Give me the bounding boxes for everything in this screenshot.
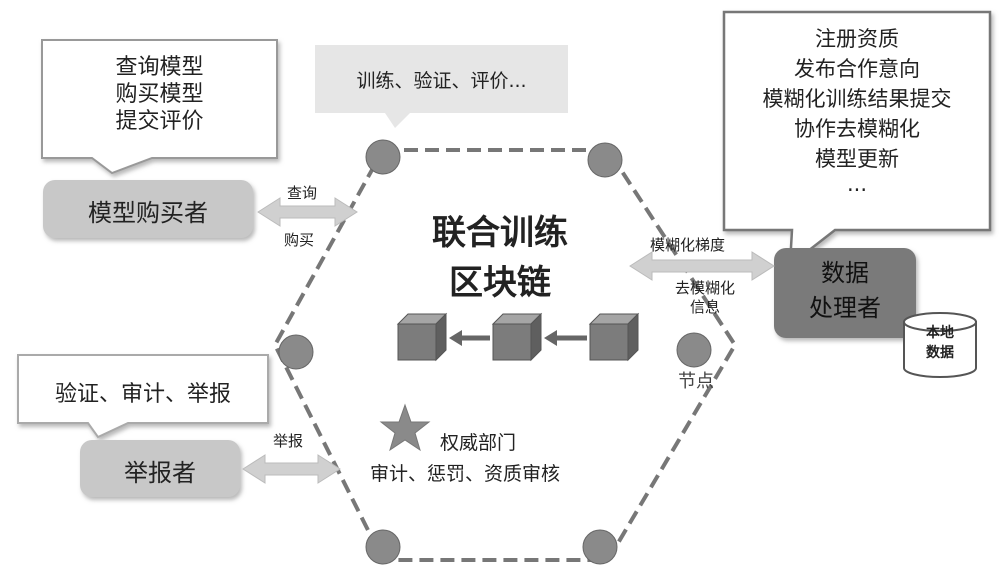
node-bottom-left	[365, 529, 401, 565]
reporter-double-arrow	[242, 454, 341, 484]
center-title-line-1: 联合训练	[432, 213, 568, 253]
processor-callout-line-2: 发布合作意向	[794, 57, 920, 81]
chain-link-arrowhead-1	[449, 330, 462, 346]
processor-callout-line-3: 模糊化训练结果提交	[762, 87, 952, 111]
buyer-double-arrow	[257, 197, 358, 227]
processor-arrow-bottom-line-1: 去模糊化	[674, 279, 735, 297]
block-cube-1	[396, 312, 448, 362]
processor-callout-text: 注册资质 发布合作意向 模糊化训练结果提交 协作去模糊化 模型更新 ...	[724, 24, 990, 196]
processor-label-line-2: 处理者	[809, 294, 881, 322]
node-label: 节点	[678, 371, 714, 392]
authority-title: 权威部门	[440, 432, 517, 454]
buyer-label: 模型购买者	[88, 199, 208, 227]
block-cube-2	[491, 312, 543, 362]
node-top-left	[365, 139, 401, 175]
center-title: 联合训练 区块链	[390, 208, 610, 308]
processor-arrow-bottom-label: 去模糊化 信息	[662, 279, 748, 317]
processor-label-line-1: 数据	[821, 259, 869, 287]
local-data-line-1: 本地	[926, 325, 954, 341]
local-data-cylinder	[903, 312, 977, 378]
buyer-callout-line-1: 查询模型	[115, 55, 204, 80]
authority-duties: 审计、惩罚、资质审核	[370, 463, 561, 485]
top-callout-bubble	[315, 45, 568, 128]
blockchain-nodes	[278, 139, 712, 565]
block-cube-3	[588, 312, 640, 362]
local-data-label: 本地 数据	[904, 323, 976, 363]
node-top-right	[587, 142, 623, 178]
chain-link-arrowhead-2	[544, 330, 557, 346]
processor-box	[774, 248, 916, 338]
buyer-arrow-bottom-label: 购买	[284, 231, 315, 249]
reporter-callout-text: 验证、审计、举报	[54, 382, 231, 407]
processor-callout-line-4: 协作去模糊化	[794, 117, 920, 141]
local-data-line-2: 数据	[926, 345, 954, 361]
processor-callout-bubble	[722, 10, 992, 268]
block-chain-cubes	[396, 312, 640, 362]
processor-arrow-top-label: 模糊化梯度	[650, 236, 726, 254]
buyer-arrow-top-label: 查询	[287, 184, 318, 202]
processor-double-arrow	[629, 251, 775, 281]
buyer-box	[43, 180, 253, 238]
reporter-box	[80, 440, 240, 497]
processor-label: 数据 处理者	[774, 256, 916, 326]
node-left	[278, 334, 314, 370]
authority-star-icon	[379, 403, 431, 452]
node-right	[676, 332, 712, 368]
processor-callout-line-6: ...	[846, 172, 868, 196]
reporter-arrow-label: 举报	[273, 432, 304, 450]
processor-callout-line-5: 模型更新	[815, 147, 899, 171]
processor-arrow-bottom-line-2: 信息	[689, 298, 720, 316]
top-callout-text: 训练、验证、评价...	[356, 70, 527, 92]
reporter-label: 举报者	[124, 459, 196, 487]
buyer-callout-text: 查询模型 购买模型 提交评价	[42, 54, 277, 135]
reporter-callout-bubble	[17, 354, 269, 439]
processor-callout-line-1: 注册资质	[815, 27, 899, 51]
center-title-line-2: 区块链	[449, 263, 551, 303]
buyer-callout-line-2: 购买模型	[115, 82, 204, 107]
buyer-callout-line-3: 提交评价	[115, 109, 204, 134]
buyer-callout-bubble	[41, 39, 278, 175]
node-bottom-right	[582, 529, 618, 565]
